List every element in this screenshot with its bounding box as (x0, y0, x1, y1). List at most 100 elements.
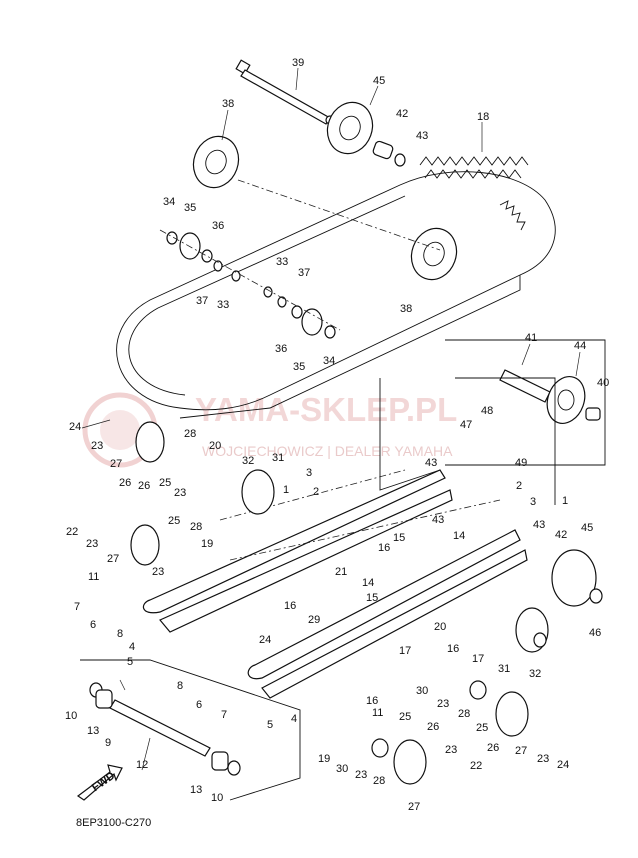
callout-46: 46 (589, 627, 601, 639)
callout-31: 31 (498, 663, 510, 675)
callout-41: 41 (525, 332, 537, 344)
callout-39: 39 (292, 57, 304, 69)
callout-8: 8 (177, 680, 183, 692)
callout-25: 25 (476, 722, 488, 734)
callout-10: 10 (211, 792, 223, 804)
callout-17: 17 (399, 645, 411, 657)
callout-25: 25 (159, 477, 171, 489)
leader-lines (81, 67, 581, 771)
callout-6: 6 (196, 699, 202, 711)
callout-23: 23 (174, 487, 186, 499)
upper-axle-group (159, 59, 458, 339)
callout-13: 13 (190, 784, 202, 796)
callout-11: 11 (88, 571, 99, 583)
callout-16: 16 (378, 542, 390, 554)
callout-23: 23 (437, 698, 449, 710)
callout-33: 33 (276, 256, 288, 268)
callout-3: 3 (530, 496, 536, 508)
callout-3: 3 (306, 467, 312, 479)
callout-28: 28 (373, 775, 385, 787)
callout-23: 23 (355, 769, 367, 781)
callout-1: 1 (562, 495, 568, 507)
callout-5: 5 (127, 656, 133, 668)
track-belt (116, 156, 556, 419)
callout-19: 19 (201, 538, 213, 550)
fwd-arrow: FWD (76, 764, 123, 801)
callouts: 39 45 38 42 43 18 34 35 36 37 33 33 37 3… (65, 57, 609, 813)
callout-13: 13 (87, 725, 99, 737)
callout-24: 24 (557, 759, 569, 771)
callout-24: 24 (259, 634, 271, 646)
watermark-main: YAMA-SKLEP.PL (195, 391, 457, 428)
callout-43: 43 (432, 514, 444, 526)
callout-28: 28 (190, 521, 202, 533)
callout-14: 14 (362, 577, 374, 589)
callout-1: 1 (283, 484, 289, 496)
callout-38: 38 (222, 98, 234, 110)
callout-45: 45 (373, 75, 385, 87)
callout-37: 37 (196, 295, 208, 307)
callout-26: 26 (119, 477, 131, 489)
callout-34: 34 (163, 196, 175, 208)
callout-26: 26 (427, 721, 439, 733)
watermark: YAMA-SKLEP.PL WOJCIECHOWICZ | DEALER YAM… (82, 391, 457, 468)
rear-idler-group (445, 339, 606, 505)
callout-21: 21 (335, 566, 347, 578)
callout-23: 23 (537, 753, 549, 765)
callout-14: 14 (453, 530, 465, 542)
callout-19: 19 (318, 753, 330, 765)
callout-23: 23 (91, 440, 103, 452)
callout-23: 23 (86, 538, 98, 550)
callout-27: 27 (515, 745, 527, 757)
callout-42: 42 (396, 108, 408, 120)
callout-10: 10 (65, 710, 77, 722)
callout-16: 16 (284, 600, 296, 612)
callout-8: 8 (117, 628, 123, 640)
callout-38: 38 (400, 303, 412, 315)
callout-15: 15 (393, 532, 405, 544)
callout-35: 35 (184, 202, 196, 214)
watermark-sub: WOJCIECHOWICZ | DEALER YAMAHA (202, 443, 453, 459)
callout-28: 28 (458, 708, 470, 720)
callout-36: 36 (275, 343, 287, 355)
callout-6: 6 (90, 619, 96, 631)
callout-23: 23 (445, 744, 457, 756)
callout-22: 22 (470, 760, 482, 772)
callout-7: 7 (74, 601, 80, 613)
callout-7: 7 (221, 709, 227, 721)
callout-12: 12 (136, 759, 148, 771)
callout-5: 5 (267, 719, 273, 731)
callout-18: 18 (477, 111, 489, 123)
callout-43: 43 (425, 457, 437, 469)
callout-2: 2 (516, 480, 522, 492)
callout-16: 16 (366, 695, 378, 707)
slide-rails (142, 378, 528, 699)
callout-47: 47 (460, 419, 472, 431)
callout-29: 29 (308, 614, 320, 626)
callout-27: 27 (408, 801, 420, 813)
callout-17: 17 (472, 653, 484, 665)
callout-4: 4 (129, 641, 135, 653)
callout-30: 30 (416, 685, 428, 697)
callout-32: 32 (242, 455, 254, 467)
callout-43: 43 (416, 130, 428, 142)
callout-22: 22 (66, 526, 78, 538)
callout-42: 42 (555, 529, 567, 541)
callout-20: 20 (434, 621, 446, 633)
callout-30: 30 (336, 763, 348, 775)
callout-40: 40 (597, 377, 609, 389)
callout-16: 16 (447, 643, 459, 655)
callout-45: 45 (581, 522, 593, 534)
callout-27: 27 (110, 458, 122, 470)
lower-wheels (130, 421, 603, 785)
diagram-code: 8EP3100-C270 (76, 817, 151, 829)
callout-26: 26 (487, 742, 499, 754)
callout-27: 27 (107, 553, 119, 565)
callout-28: 28 (184, 428, 196, 440)
callout-26: 26 (138, 480, 150, 492)
callout-37: 37 (298, 267, 310, 279)
callout-31: 31 (272, 452, 284, 464)
callout-33: 33 (217, 299, 229, 311)
callout-34: 34 (323, 355, 335, 367)
